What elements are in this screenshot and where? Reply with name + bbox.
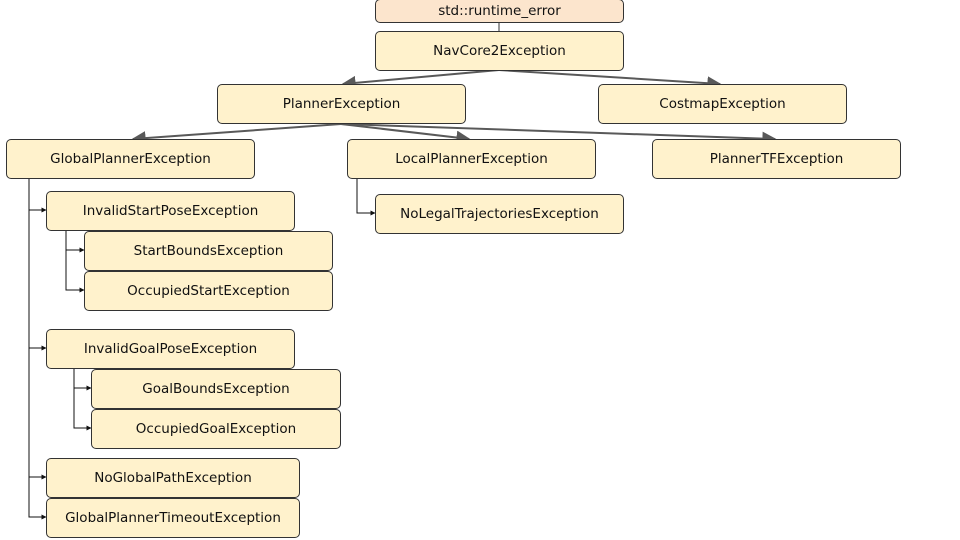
edge-navcore2-planner [341,69,500,90]
node-occupied-goal-exception: OccupiedGoalException [91,409,341,449]
node-goal-bounds-exception: GoalBoundsException [91,369,341,409]
node-local-planner-exception: LocalPlannerException [347,139,596,179]
edge-planner-tf [340,123,777,146]
node-no-legal-trajectories-exception: NoLegalTrajectoriesException [375,194,624,234]
node-start-bounds-exception: StartBoundsException [84,231,333,271]
node-no-global-path-exception: NoGlobalPathException [46,458,300,498]
edge-local-no-legal [356,178,376,216]
node-invalid-start-pose-exception: InvalidStartPoseException [46,191,295,231]
node-runtime-error: std::runtime_error [375,0,624,23]
node-global-planner-exception: GlobalPlannerException [6,139,255,179]
edge-goal-bounds [73,368,92,391]
node-planner-tf-exception: PlannerTFException [652,139,901,179]
edge-planner-local [340,123,471,145]
edge-global-invalid-goal [28,178,47,351]
edge-start-bounds [65,230,85,253]
edge-occupied-start [65,230,85,293]
edge-planner-global [131,123,342,146]
node-costmap-exception: CostmapException [598,84,847,124]
node-navcore2-exception: NavCore2Exception [375,31,624,71]
node-invalid-goal-pose-exception: InvalidGoalPoseException [46,329,295,369]
edge-navcore2-costmap [498,69,722,91]
edge-global-no-path [28,178,47,480]
node-global-planner-timeout-exception: GlobalPlannerTimeoutException [46,498,300,538]
edge-global-timeout [28,178,47,520]
edge-occupied-goal [73,368,92,431]
node-occupied-start-exception: OccupiedStartException [84,271,333,311]
node-planner-exception: PlannerException [217,84,466,124]
edge-global-invalid-start [28,178,47,213]
